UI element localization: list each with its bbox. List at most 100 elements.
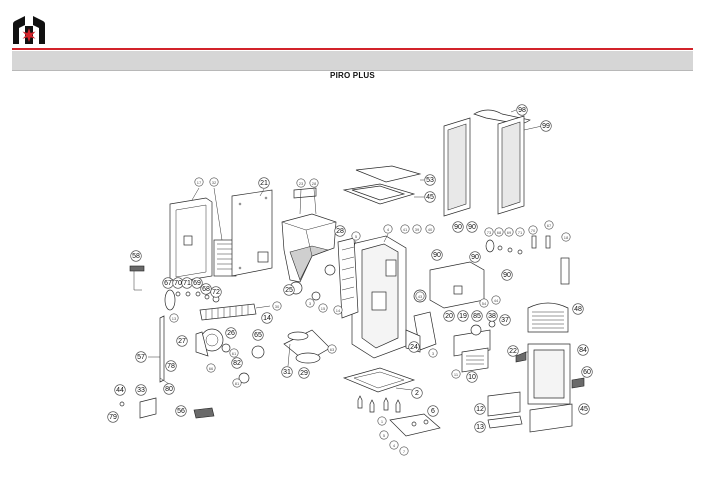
callout-number: 65 <box>254 332 262 339</box>
part-ash-drawer <box>487 377 585 433</box>
diagram-parts <box>119 109 585 437</box>
callout-number: 90 <box>454 224 462 231</box>
callout-circle <box>165 360 177 372</box>
callout-circle <box>318 303 328 313</box>
callout-number: 45 <box>580 406 588 413</box>
callout-circle <box>252 329 264 341</box>
callout-number: 28 <box>312 181 317 186</box>
callout-number: 43 <box>418 294 423 299</box>
callout-number: 20 <box>445 313 453 320</box>
callout-circle <box>474 421 486 433</box>
callout-number: 40 <box>428 227 433 232</box>
callout-circle <box>501 269 513 281</box>
callout-circle <box>479 298 489 308</box>
callout-41-12: 41 <box>400 224 410 234</box>
callout-22-53: 22 <box>507 345 519 357</box>
callout-number: 30 <box>275 304 280 309</box>
callout-67-28: 67 <box>162 277 174 289</box>
callout-number: 69 <box>193 280 201 287</box>
part-burn-pot <box>429 261 496 373</box>
callout-15-36: 15 <box>318 303 328 313</box>
callout-4-80: 4 <box>389 440 399 450</box>
callout-number: 19 <box>459 313 467 320</box>
callout-number: 3 <box>432 351 435 356</box>
callout-number: 90 <box>471 254 479 261</box>
callout-number: 80 <box>165 386 173 393</box>
callout-3-56: 3 <box>428 348 438 358</box>
callout-circle <box>309 178 319 188</box>
part-cleaning-rod-assembly <box>129 265 220 383</box>
callout-circle <box>210 286 222 298</box>
callout-circle <box>399 446 409 456</box>
callout-85-47: 85 <box>471 310 483 322</box>
callout-2-72: 2 <box>411 387 423 399</box>
callout-circle <box>499 314 511 326</box>
callout-number: 61 <box>232 351 237 356</box>
callout-circle <box>411 387 423 399</box>
callout-number: 44 <box>116 387 124 394</box>
callout-number: 18 <box>564 235 569 240</box>
callout-number: 73 <box>487 230 492 235</box>
callout-number: 84 <box>579 347 587 354</box>
callout-number: 90 <box>433 252 441 259</box>
callout-72-33: 72 <box>210 286 222 298</box>
callout-circle <box>515 227 525 237</box>
callout-number: 48 <box>574 306 582 313</box>
part-pellet-hopper <box>281 187 337 301</box>
callout-number: 79 <box>109 414 117 421</box>
callout-number: 29 <box>300 370 308 377</box>
callout-63-60: 63 <box>327 344 337 354</box>
callout-number: 10 <box>468 374 476 381</box>
callout-number: 67 <box>164 280 172 287</box>
callout-circle <box>544 220 554 230</box>
callout-circle <box>261 312 273 324</box>
callout-45-8: 45 <box>424 191 436 203</box>
callout-14-37: 14 <box>333 305 343 315</box>
callout-number: 66 <box>209 366 214 371</box>
header-red-rule <box>12 48 693 50</box>
callout-53-7: 53 <box>424 174 436 186</box>
part-back-panel <box>169 187 213 283</box>
callout-21-4: 21 <box>258 177 270 189</box>
callout-45-75: 45 <box>578 403 590 415</box>
callout-circle <box>191 277 203 289</box>
callout-circle <box>163 383 175 395</box>
callout-circle <box>412 224 422 234</box>
callout-number: 99 <box>542 123 550 130</box>
callout-14-43: 14 <box>261 312 273 324</box>
callout-circle <box>427 405 439 417</box>
callout-number: 58 <box>132 253 140 260</box>
callout-73-17: 73 <box>484 227 494 237</box>
part-fire-door <box>515 343 571 405</box>
part-lower-hardware <box>119 377 215 419</box>
callout-circle <box>232 378 242 388</box>
callout-circle <box>572 303 584 315</box>
callout-3-35: 3 <box>305 298 315 308</box>
callout-44-69: 44 <box>114 384 126 396</box>
flame-star-icon <box>22 28 36 42</box>
callout-number: 72 <box>212 289 220 296</box>
callout-number: 26 <box>227 330 235 337</box>
callout-number: 63 <box>330 347 335 352</box>
callout-69-19: 69 <box>504 227 514 237</box>
callout-number: 3 <box>309 301 312 306</box>
callout-circle <box>452 221 464 233</box>
callout-circle <box>176 335 188 347</box>
callout-40-14: 40 <box>425 224 435 234</box>
callout-circle <box>258 177 270 189</box>
callout-number: 82 <box>233 360 241 367</box>
callout-61-58: 61 <box>229 348 239 358</box>
company-logo-icon <box>13 16 45 44</box>
callout-circle <box>443 310 455 322</box>
callout-65-51: 65 <box>252 329 264 341</box>
callout-98-0: 98 <box>516 104 528 116</box>
callout-number: 71 <box>183 280 191 287</box>
callout-circle <box>425 224 435 234</box>
callout-26-50: 26 <box>225 327 237 339</box>
callout-circle <box>400 224 410 234</box>
callout-number: 71 <box>518 230 523 235</box>
callout-10-66: 10 <box>466 371 478 383</box>
callout-number: 38 <box>488 313 496 320</box>
callout-68-32: 68 <box>200 283 212 295</box>
